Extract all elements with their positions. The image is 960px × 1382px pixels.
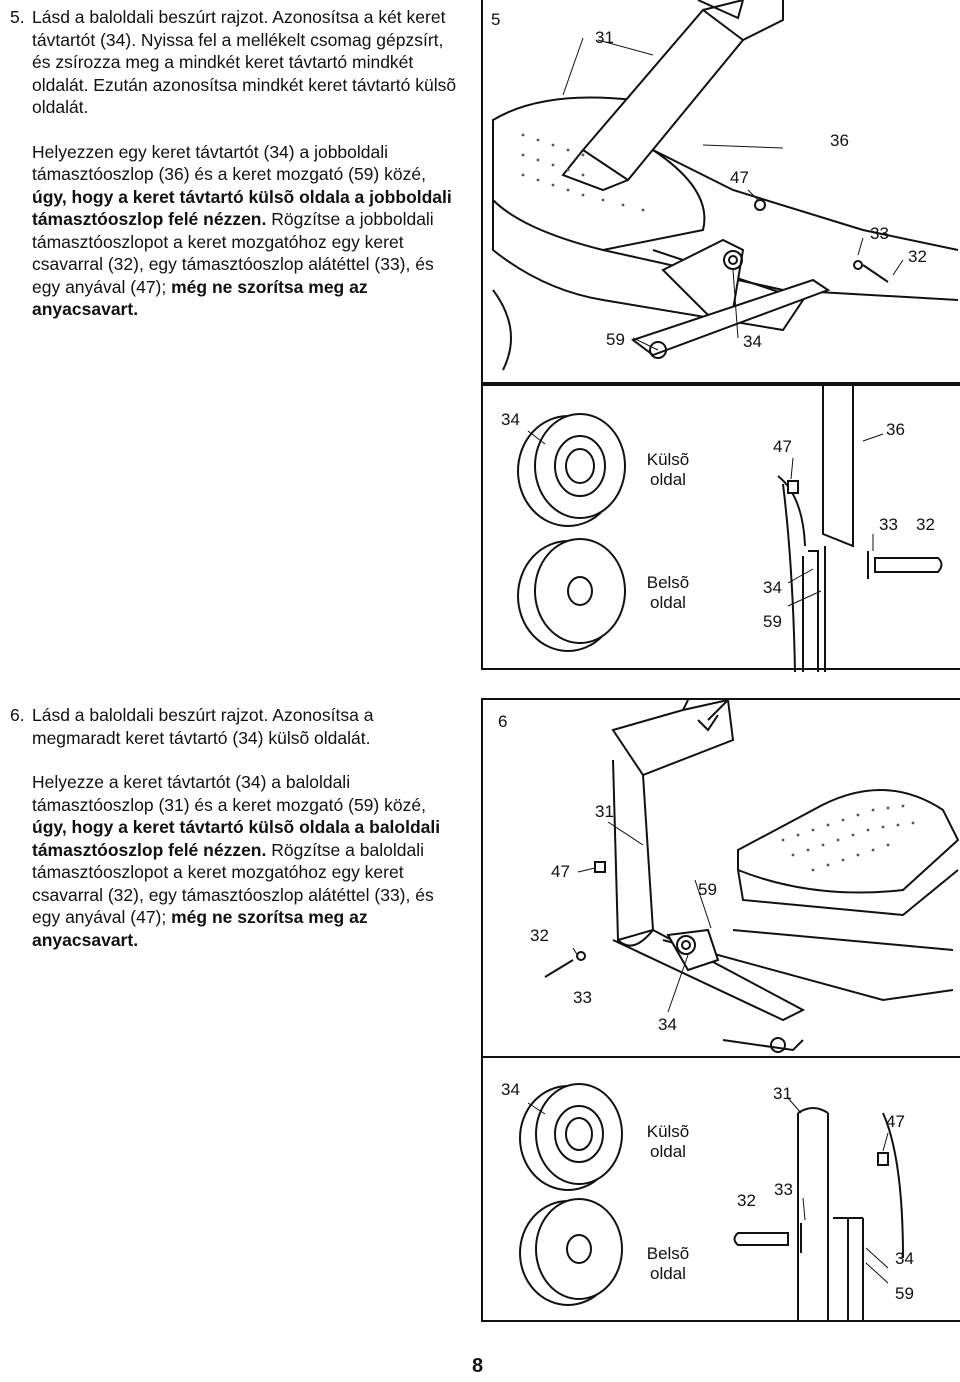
inset5-34-top: 34: [501, 410, 520, 429]
inset6-34-bottom: 34: [895, 1249, 914, 1268]
inset5-outside-line1: Külsõ: [646, 450, 690, 469]
inset6-47: 47: [886, 1112, 905, 1131]
step6-main-drawing: [544, 700, 960, 1053]
step6-text: 6. Lásd a baloldali beszúrt rajzot. Azon…: [10, 704, 460, 951]
inset6-59: 59: [895, 1284, 914, 1303]
step6-intro: 6. Lásd a baloldali beszúrt rajzot. Azon…: [10, 704, 460, 749]
step6-paragraph-2: Helyezze a keret távtartót (34) a balold…: [10, 771, 462, 951]
step5-p2b: Rögzítse a jobboldali támasztóoszlopot a…: [32, 209, 434, 297]
callout-33: 33: [870, 224, 889, 243]
callout-59: 59: [606, 330, 625, 349]
step5-p2a: Helyezzen egy keret távtartót (34) a job…: [32, 141, 426, 185]
inset6-inside-label: Belsõ oldal: [638, 1244, 698, 1284]
inset5-inside-label: Belsõ oldal: [638, 573, 698, 613]
callout6-34: 34: [658, 1015, 677, 1034]
page-number: 8: [472, 1355, 484, 1377]
inset6-34-top: 34: [501, 1080, 520, 1099]
inset5-inside-line2: oldal: [650, 593, 686, 612]
inset5-59: 59: [763, 612, 782, 631]
step6-p2a: Helyezze a keret távtartót (34) a balold…: [32, 772, 426, 815]
callout6-59: 59: [698, 880, 717, 899]
step6-p2-bold: úgy, hogy a keret távtartó külsõ oldala …: [32, 817, 441, 860]
step5-intro-text: Lásd a baloldali beszúrt rajzot. Azonosí…: [32, 7, 457, 117]
inset5-36: 36: [886, 420, 905, 439]
step5-p2-bold: úgy, hogy a keret távtartó külsõ oldala …: [32, 186, 452, 230]
step5-figure: 5 31 36 47 33 32 59 34: [481, 0, 960, 384]
callout-36: 36: [830, 131, 849, 150]
inset5-inside-line1: Belsõ: [646, 573, 690, 592]
inset5-32: 32: [916, 515, 935, 534]
step6-inset: 34 Külsõ oldal 31 47 32 33 Belsõ oldal 3…: [481, 1058, 960, 1322]
step6-fig-number: 6: [498, 712, 508, 731]
step6-p2b: Rögzítse a baloldali támasztóoszlopot a …: [32, 839, 434, 928]
step5-fig-number: 5: [491, 10, 501, 29]
inset5-33: 33: [879, 515, 898, 534]
inset5-47: 47: [773, 437, 792, 456]
inset6-outside-label: Külsõ oldal: [638, 1122, 698, 1162]
inset5-outside-line2: oldal: [650, 470, 686, 489]
inset6-inside-line1: Belsõ: [646, 1244, 690, 1263]
step5-number: 5.: [10, 7, 25, 27]
step6-number: 6.: [10, 705, 25, 725]
inset6-32: 32: [737, 1191, 756, 1210]
step6-p2-bold2: még ne szorítsa meg az anyacsavart.: [32, 907, 368, 950]
inset5-34-bottom: 34: [763, 578, 782, 597]
callout-34: 34: [743, 332, 762, 351]
step5-text: 5. Lásd a baloldali beszúrt rajzot. Azon…: [10, 6, 460, 321]
callout-31: 31: [595, 28, 614, 47]
inset6-outside-line2: oldal: [650, 1142, 686, 1161]
inset5-outside-label: Külsõ oldal: [638, 450, 698, 490]
inset6-outside-line1: Külsõ: [646, 1122, 690, 1141]
step5-paragraph-2: Helyezzen egy keret távtartót (34) a job…: [10, 141, 462, 321]
step6-intro-text: Lásd a baloldali beszúrt rajzot. Azonosí…: [32, 705, 374, 748]
step5-intro: 5. Lásd a baloldali beszúrt rajzot. Azon…: [10, 6, 460, 119]
step5-inset: 34 Külsõ oldal 47 36 33 32 Belsõ oldal 3…: [481, 384, 960, 672]
inset6-inside-line2: oldal: [650, 1264, 686, 1283]
inset6-31: 31: [773, 1084, 792, 1103]
inset6-33: 33: [774, 1180, 793, 1199]
callout-32: 32: [908, 247, 927, 266]
callout6-31: 31: [595, 802, 614, 821]
step5-main-drawing: [492, 0, 959, 371]
callout-47: 47: [730, 168, 749, 187]
step5-inset-drawing: [517, 386, 943, 672]
callout6-32: 32: [530, 926, 549, 945]
callout6-33: 33: [573, 988, 592, 1007]
step5-p2-bold2: még ne szorítsa meg az anyacsavart.: [32, 276, 368, 320]
step6-figure: 6 31 47 59 32 33 34: [481, 698, 960, 1058]
callout6-47: 47: [551, 862, 570, 881]
step6-inset-drawing: [519, 1083, 904, 1322]
